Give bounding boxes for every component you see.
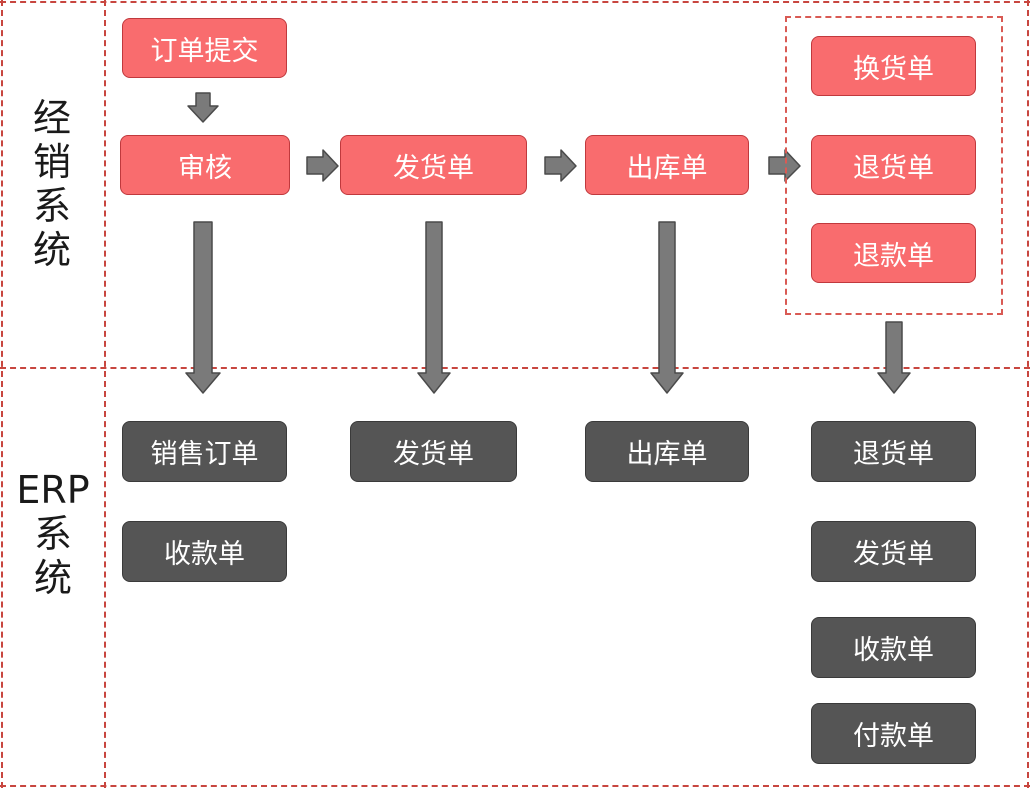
arrow-group-to-erp-docs — [877, 321, 911, 394]
arrow-outbound-to-erp-outbound — [650, 221, 684, 394]
arrow-submit-to-review — [187, 92, 219, 123]
refund-order-node: 退款单 — [811, 223, 976, 283]
delivery-order-node: 发货单 — [340, 135, 527, 195]
lane-divider — [0, 367, 1030, 369]
arrow-delivery-to-erp-delivery — [417, 221, 451, 394]
outbound-order-node: 出库单 — [585, 135, 749, 195]
erp-return-order-node: 退货单 — [811, 421, 976, 482]
review-node: 审核 — [120, 135, 290, 195]
erp-outbound-order-node: 出库单 — [585, 421, 749, 482]
order-submit-node: 订单提交 — [122, 18, 287, 78]
after-sales-group — [785, 16, 1003, 315]
lane-label-erp-system: ERP 系 统 — [16, 468, 90, 600]
erp-receipt-node: 收款单 — [122, 521, 287, 582]
frame-right-border — [1027, 0, 1029, 788]
erp-sales-order-node: 销售订单 — [122, 421, 287, 482]
frame-top-border — [0, 1, 1030, 3]
arrow-delivery-to-outbound — [544, 149, 577, 182]
return-order-node: 退货单 — [811, 135, 976, 195]
erp-delivery-order-2-node: 发货单 — [811, 521, 976, 582]
erp-delivery-order-node: 发货单 — [350, 421, 517, 482]
erp-payment-node: 付款单 — [811, 703, 976, 764]
lane-label-distribution-system: 经 销 系 统 — [32, 96, 71, 272]
frame-bottom-border — [0, 785, 1030, 787]
arrow-review-to-sales-order — [185, 221, 221, 394]
erp-receipt-2-node: 收款单 — [811, 617, 976, 678]
exchange-order-node: 换货单 — [811, 36, 976, 96]
frame-left-border — [1, 0, 3, 788]
arrow-review-to-delivery — [306, 149, 339, 182]
label-column-divider — [104, 0, 106, 788]
